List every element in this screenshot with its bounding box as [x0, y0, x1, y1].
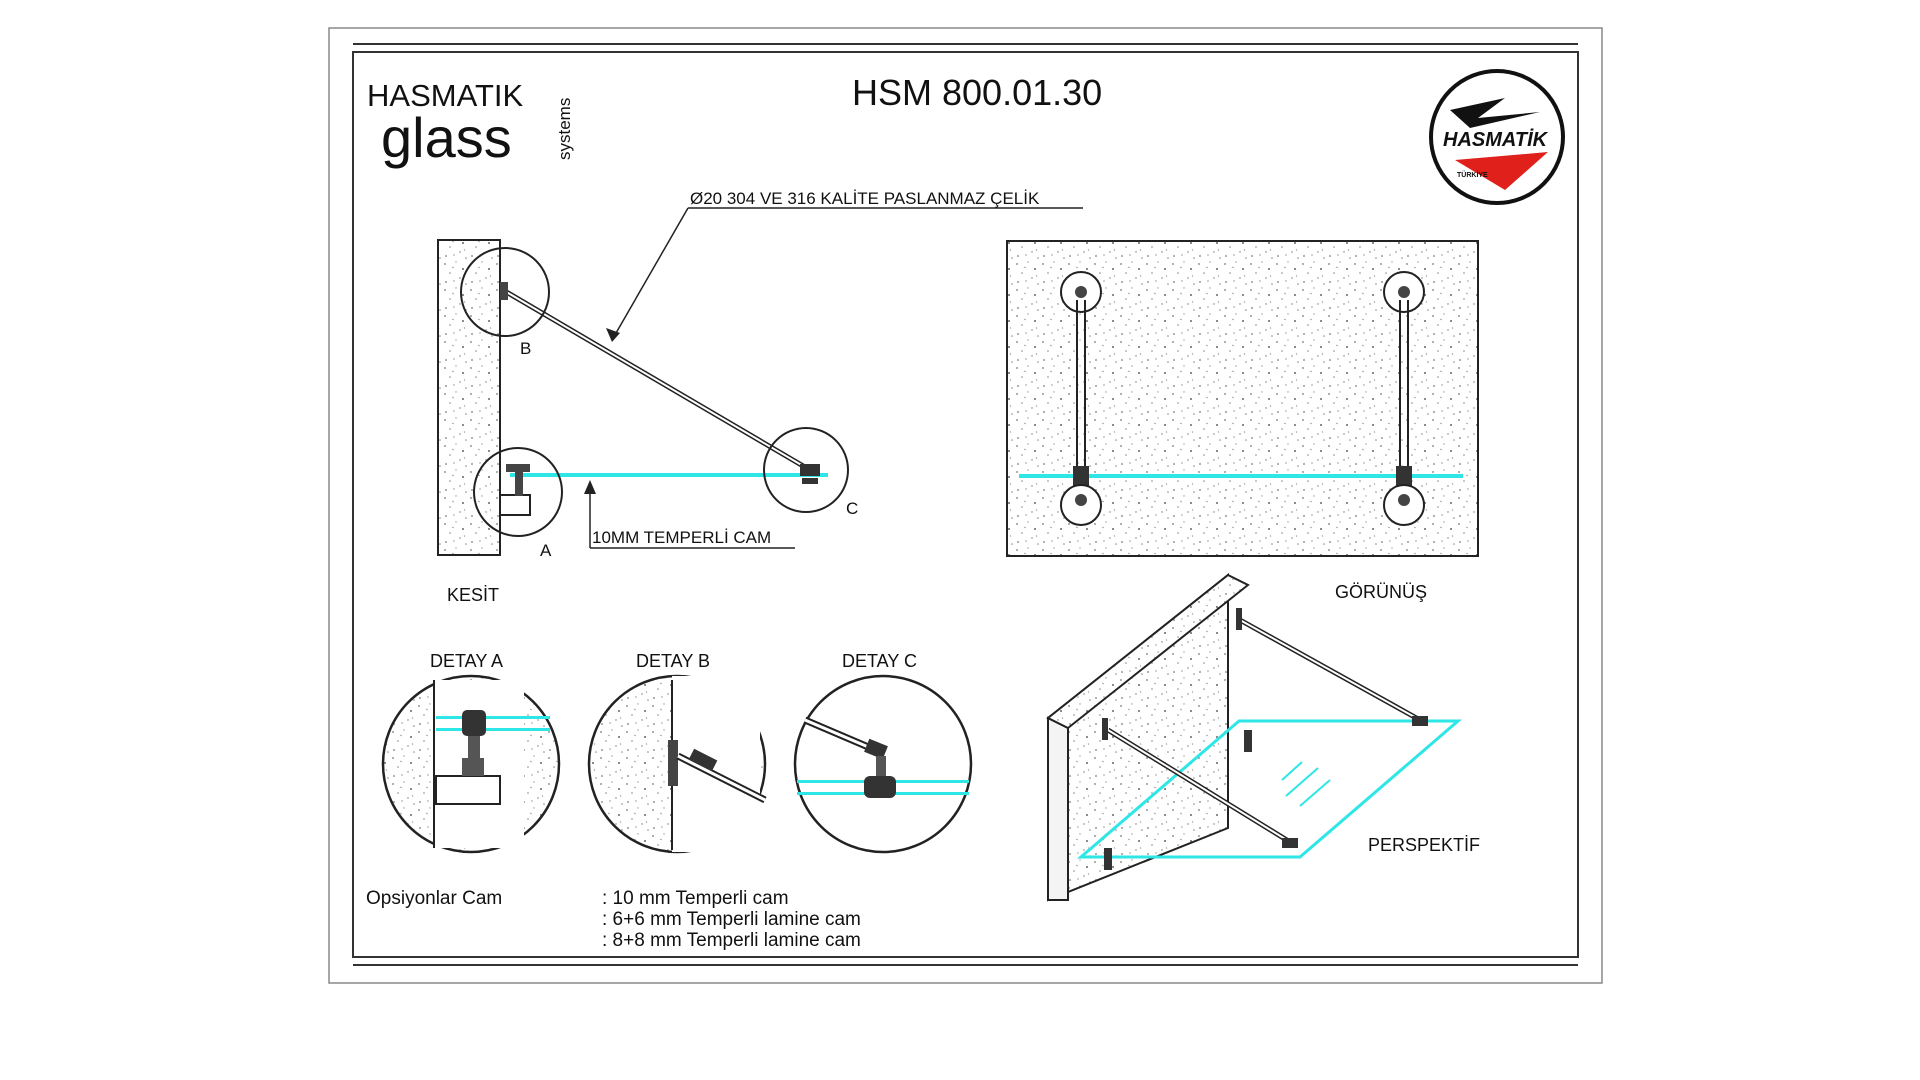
- detail-a: DETAY A: [381, 651, 561, 854]
- detail-b: DETAY B: [587, 651, 767, 854]
- front-title: GÖRÜNÜŞ: [1335, 582, 1427, 602]
- brand-systems: systems: [555, 98, 574, 160]
- label-a: A: [540, 541, 552, 560]
- section-title: KESİT: [447, 585, 499, 605]
- detail-c: DETAY C: [793, 651, 973, 854]
- label-b: B: [520, 339, 531, 358]
- section-wall: [437, 239, 501, 556]
- section-circle-a: [473, 447, 563, 537]
- front-fixing-left: [1060, 271, 1102, 526]
- section-glass-pane: [510, 473, 828, 477]
- rod-annotation: Ø20 304 VE 316 KALİTE PASLANMAZ ÇELİK: [690, 189, 1040, 208]
- logo-subtext: TÜRKİYE: [1457, 170, 1488, 179]
- section-circle-b: [460, 247, 550, 337]
- glass-annotation: 10MM TEMPERLİ CAM: [592, 528, 771, 547]
- section-circle-c: [763, 427, 849, 513]
- detail-b-title: DETAY B: [636, 651, 710, 671]
- label-c: C: [846, 499, 858, 518]
- brand-hasmatik: HASMATIK: [367, 78, 523, 113]
- hasmatik-logo: HASMATİK TÜRKİYE: [1429, 69, 1565, 205]
- front-glass-line: [1019, 474, 1463, 478]
- perspective-glass: [1076, 719, 1463, 859]
- section-clamp: [800, 464, 820, 476]
- logo-text: HASMATİK: [1443, 128, 1549, 151]
- brand-glass: glass: [381, 106, 512, 169]
- perspective-view: PERSPEKTİF: [1046, 572, 1480, 902]
- options-label: Opsiyonlar Cam: [366, 888, 502, 909]
- section-wall-bracket: [500, 282, 508, 300]
- product-code: HSM 800.01.30: [852, 72, 1102, 113]
- perspective-wall-top: [1046, 573, 1250, 730]
- option-item-2: : 6+6 mm Temperli lamine cam: [602, 909, 861, 930]
- detail-c-title: DETAY C: [842, 651, 917, 671]
- perspective-title: PERSPEKTİF: [1368, 835, 1480, 855]
- rod-leader-line: [611, 207, 689, 341]
- option-item-3: : 8+8 mm Temperli lamine cam: [602, 930, 861, 951]
- inner-frame: [352, 51, 1579, 958]
- perspective-wall-side: [1047, 716, 1069, 901]
- section-support-a: [499, 494, 531, 516]
- front-view: GÖRÜNÜŞ: [1006, 240, 1479, 602]
- detail-a-title: DETAY A: [430, 651, 503, 671]
- front-fixing-right: [1383, 271, 1425, 526]
- glass-options: Opsiyonlar Cam : 10 mm Temperli cam : 6+…: [366, 888, 861, 951]
- section-view: B A C Ø20 304 VE 316 KALİTE PASLANMAZ ÇE…: [437, 189, 1083, 605]
- option-item-1: : 10 mm Temperli cam: [602, 888, 789, 909]
